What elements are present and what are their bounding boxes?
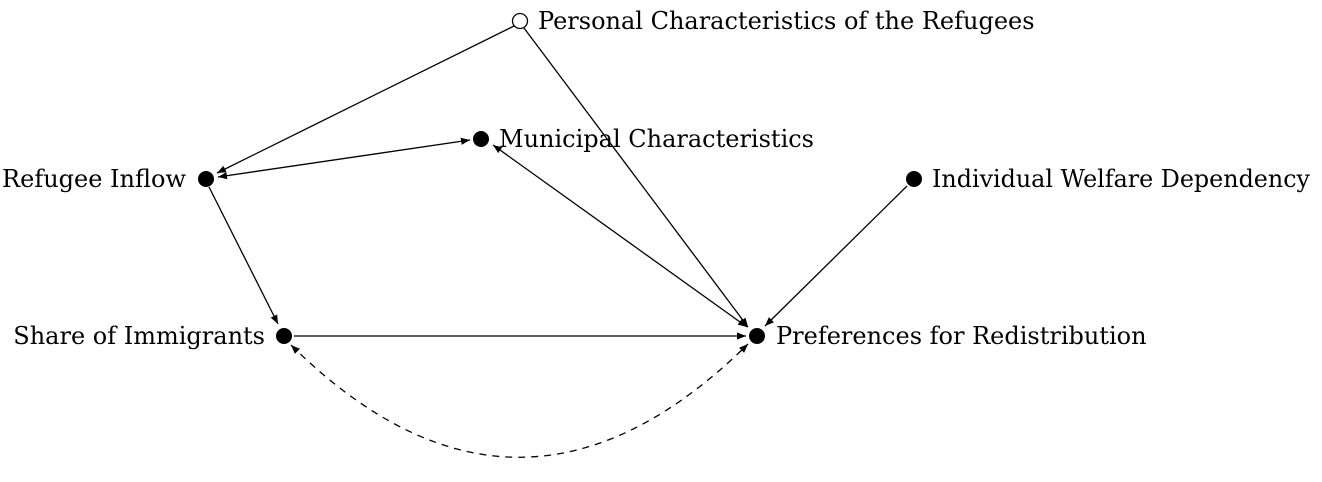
node-marker [276,328,292,344]
node-marker [906,171,922,187]
node-label: Municipal Characteristics [499,125,814,153]
node-label: Refugee Inflow [2,165,186,193]
edge-refugee-inflow-to-share [208,186,279,325]
node-label: Individual Welfare Dependency [932,165,1310,193]
edge-welfare-to-preferences [764,185,908,327]
node-marker-unobserved [511,12,529,30]
edge-personal-to-refugee-inflow [216,25,515,174]
node-marker [749,328,765,344]
node-marker [473,131,489,147]
edge-personal-to-preferences [523,27,749,328]
edges [208,25,908,458]
node-preferences-for-redistribution: Preferences for Redistribution [749,322,1147,350]
node-municipal-characteristics: Municipal Characteristics [473,125,814,153]
edge-municipal-preferences [492,144,748,328]
edge-refugee-inflow-municipal [217,137,471,180]
edge-share-preferences-dashed-curve [290,343,749,458]
node-share-of-immigrants: Share of Immigrants [13,322,292,350]
node-individual-welfare-dependency: Individual Welfare Dependency [906,165,1310,193]
nodes: Personal Characteristics of the Refugees… [2,7,1310,350]
node-refugee-inflow: Refugee Inflow [2,165,214,193]
node-label: Personal Characteristics of the Refugees [538,7,1035,35]
node-marker [198,171,214,187]
node-personal-characteristics: Personal Characteristics of the Refugees [511,7,1035,35]
node-label: Share of Immigrants [13,322,265,350]
node-label: Preferences for Redistribution [776,322,1147,350]
